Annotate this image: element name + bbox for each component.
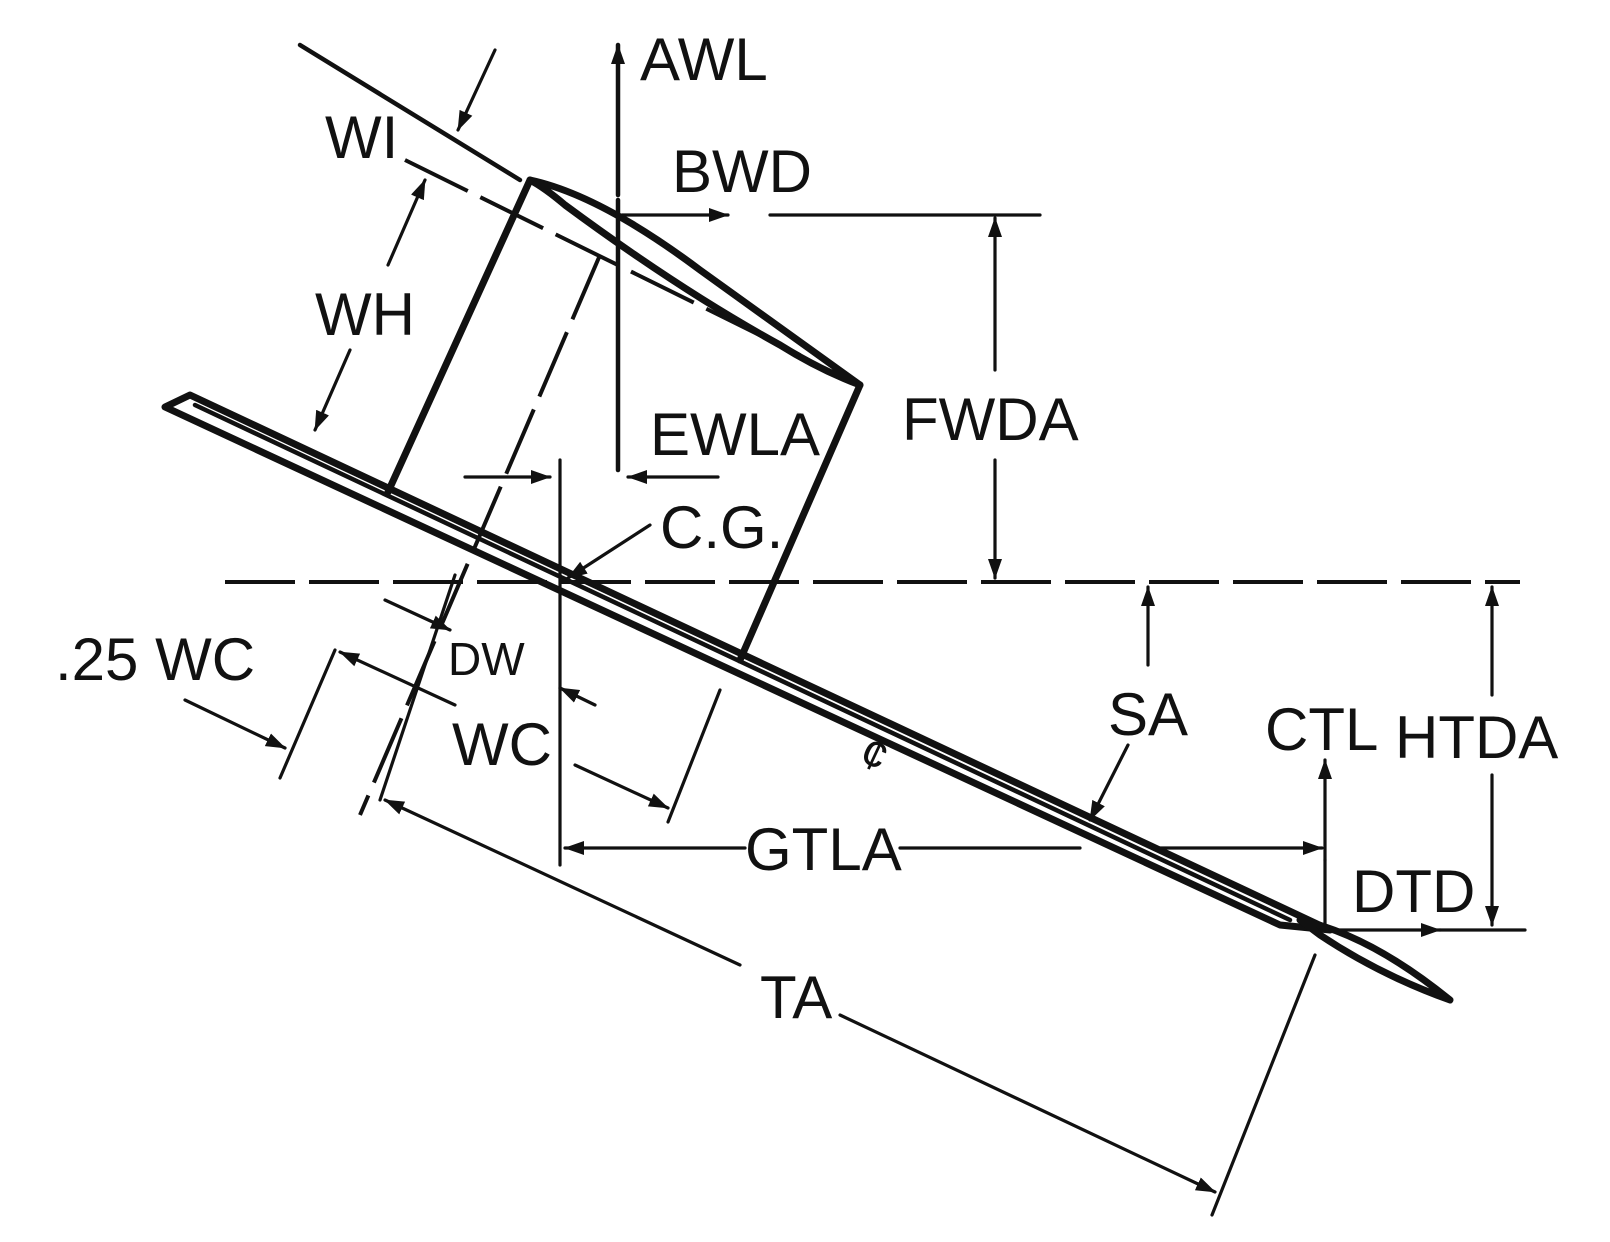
wc-left-arrow xyxy=(338,650,457,707)
wing-body-box xyxy=(384,176,864,664)
wh-upper-arrow xyxy=(386,178,427,267)
quarter-wc-left-tick xyxy=(278,648,337,780)
label-dw: DW xyxy=(448,633,525,685)
label-quarter-wc: .25 WC xyxy=(55,626,255,693)
wi-arrow xyxy=(456,48,497,132)
wc-right-arrow xyxy=(573,763,670,810)
tip-airfoil-outline xyxy=(1296,916,1454,1004)
label-bwd: BWD xyxy=(672,138,812,205)
label-gtla: GTLA xyxy=(745,816,902,883)
wing-chord-inner-line xyxy=(192,402,1293,923)
wh-lower-arrow xyxy=(313,348,352,432)
label-htda: HTDA xyxy=(1395,704,1558,771)
ta-left-arrow xyxy=(383,798,742,967)
label-ctl: CTL xyxy=(1265,696,1378,763)
wc-left-tick xyxy=(378,573,457,802)
wing-upper-leading-line xyxy=(297,42,523,183)
centerline-mark: ¢ xyxy=(852,725,897,783)
reference-lines xyxy=(225,42,1527,932)
quarter-wc-arrow xyxy=(183,698,287,750)
labels: AWL WI BWD WH FWDA EWLA C.G. .25 WC DW W… xyxy=(55,26,1558,1031)
label-fwda: FWDA xyxy=(902,386,1079,453)
cg-leader-arrow xyxy=(566,523,652,580)
dimension-lines xyxy=(183,48,1499,1217)
label-sa: SA xyxy=(1108,681,1188,748)
label-wh: WH xyxy=(315,281,415,348)
label-wi: WI xyxy=(325,104,398,171)
ta-right-tick xyxy=(1210,953,1317,1217)
label-ewla: EWLA xyxy=(650,401,820,468)
quarter-chord-dashed-line xyxy=(358,254,602,816)
label-awl: AWL xyxy=(640,26,768,93)
airfoil-outline xyxy=(526,176,864,389)
wing-incidence-dashed-line xyxy=(404,158,801,357)
sa-lower-arrow xyxy=(1088,743,1130,822)
dw-lower-arrow xyxy=(558,686,597,707)
label-ta: TA xyxy=(760,964,832,1031)
label-cg: C.G. xyxy=(660,494,783,561)
label-wc: WC xyxy=(452,711,552,778)
ta-right-arrow xyxy=(838,1013,1217,1194)
label-dtd: DTD xyxy=(1352,858,1475,925)
wc-right-tick xyxy=(666,688,722,824)
